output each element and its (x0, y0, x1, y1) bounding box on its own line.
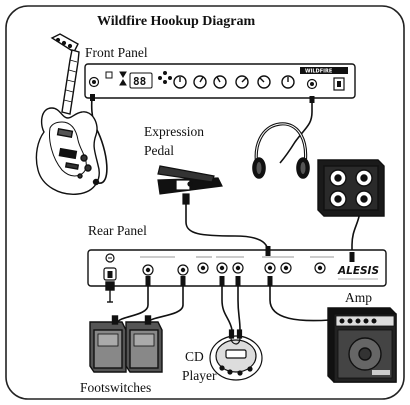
front-input-jack (88, 76, 100, 88)
cable-cd-left (221, 286, 233, 331)
front-controls: 88 (105, 71, 172, 89)
cd-player-label-line1: CD (185, 349, 204, 364)
front-panel-display: 88 (133, 75, 146, 88)
expression-pedal-label-line1: Expression (144, 124, 204, 139)
cd-player-icon (209, 329, 263, 381)
cd-player-label-line2: Player (182, 368, 217, 383)
front-phones-jack (306, 78, 318, 90)
cable-cd-right (237, 286, 241, 331)
front-phones-plug (309, 96, 315, 103)
cable-footswitch-left (117, 286, 149, 323)
expression-pedal-icon (157, 165, 223, 205)
power-cord-icon (105, 281, 115, 303)
headphones-icon (252, 122, 310, 179)
rear-panel-brand: ALESIS (337, 265, 379, 277)
rear-panel-label: Rear Panel (88, 223, 147, 238)
front-panel-unit: 88 WILDFIRE (84, 63, 356, 99)
footswitches-label: Footswitches (80, 380, 151, 395)
speaker-cabinet-icon (317, 159, 385, 217)
diagram-frame (5, 5, 405, 400)
front-knobs (173, 75, 295, 89)
front-input-plug (90, 94, 95, 101)
combo-amp-icon (327, 307, 397, 383)
expression-pedal-label-line2: Pedal (144, 143, 174, 158)
cable-headphones-to-front (279, 96, 313, 164)
cable-footswitch-right (147, 286, 184, 323)
diagram-title: Wildfire Hookup Diagram (97, 14, 256, 29)
rear-panel-plugs (145, 246, 355, 286)
electric-guitar-icon (35, 33, 100, 195)
cable-pedal-to-rear (185, 202, 269, 253)
footswitch-left-icon (89, 315, 127, 373)
amp-label: Amp (345, 290, 372, 305)
cables (90, 95, 361, 331)
front-panel-logo: WILDFIRE (305, 69, 333, 75)
front-panel-label: Front Panel (85, 45, 148, 60)
footswitch-right-icon (125, 315, 163, 373)
cable-rear-to-amp (269, 286, 331, 322)
rear-panel-unit: ALESIS (87, 249, 387, 287)
